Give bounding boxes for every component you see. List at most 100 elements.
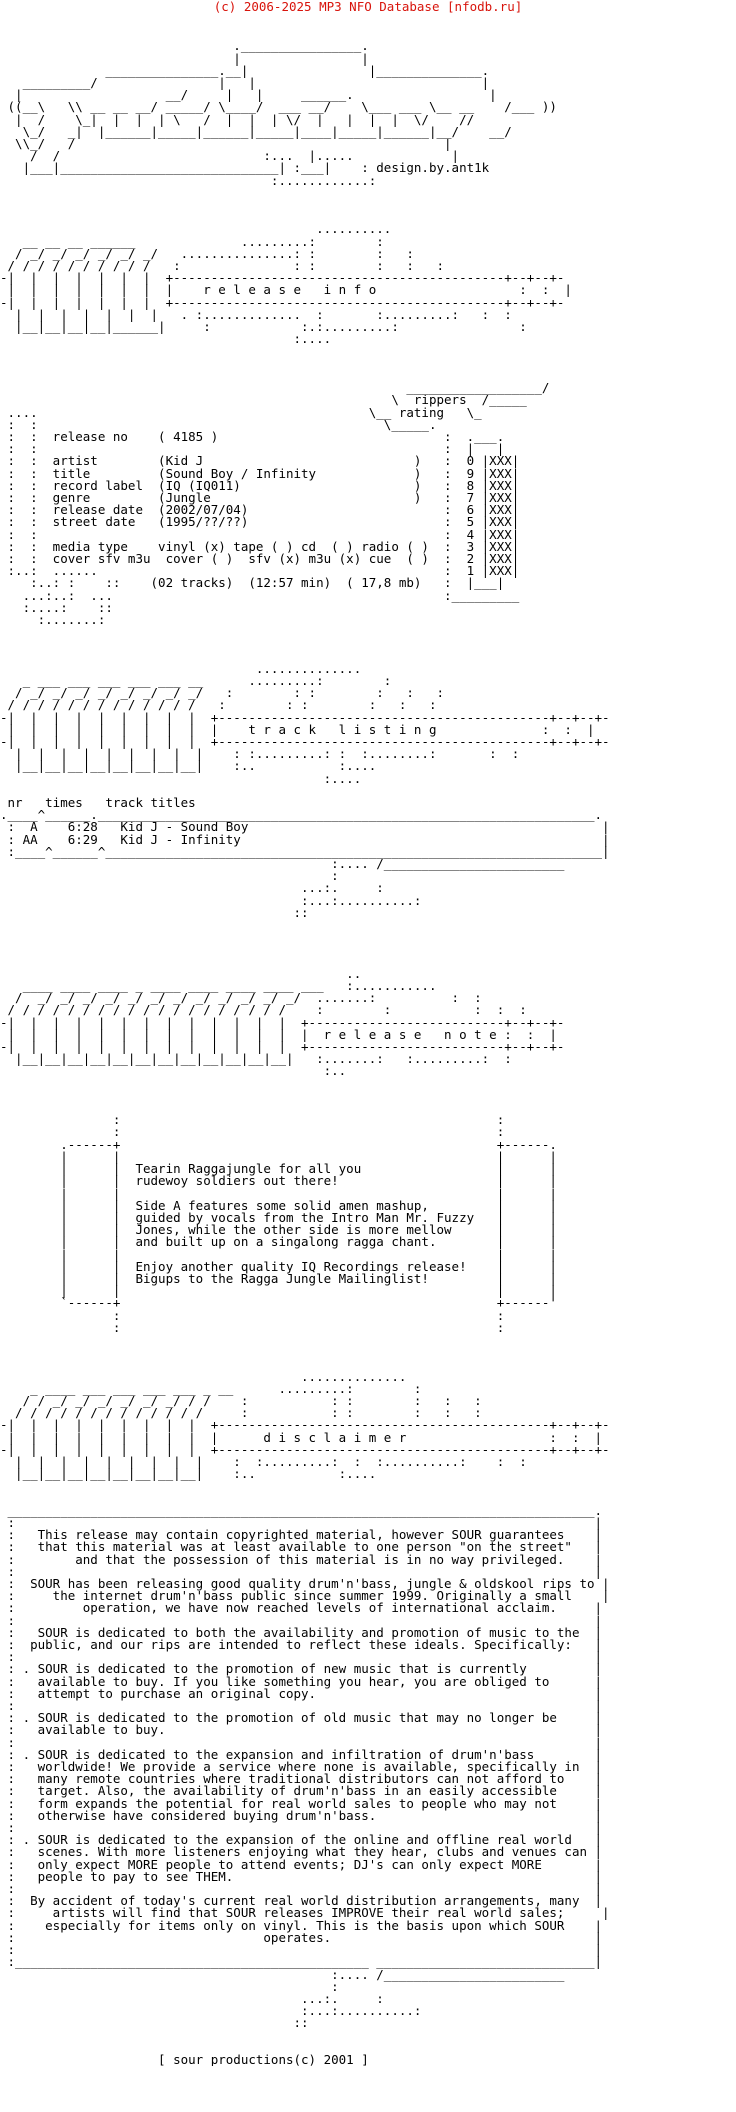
nfo-line: : AA 6:29 Kid J - Infinity | [0, 831, 610, 847]
nfo-line: : the internet drum'n'bass public since … [0, 1588, 610, 1604]
nfo-line: ...:..: ... :_________ [0, 587, 520, 603]
nfo-line: nr times track titles [0, 795, 196, 810]
nfo-line: | | Side A features some solid amen mash… [0, 1197, 557, 1213]
nfo-line: :.... /________________________ [0, 1966, 565, 1982]
nfo-line: `------+ +------' [0, 1295, 557, 1311]
nfo-line: : artists will find that SOUR releases I… [0, 1905, 610, 1921]
nfo-line: : operates. | [0, 1929, 603, 1945]
nfo-line: : . SOUR is dedicated to the promotion o… [0, 1661, 603, 1677]
nfo-line: : only expect MORE people to attend even… [0, 1856, 603, 1872]
nfo-line: : A 6:28 Kid J - Sound Boy | [0, 819, 610, 835]
nfo-line: : | [0, 1881, 603, 1897]
nfo-line: ____ ____ ____ _ ____ ____ ____ ____ ___… [0, 978, 437, 994]
nfo-line: : : [0, 1124, 505, 1140]
nfo-line: |__|__|__|__|__|__|__|__|__|__|__|__| :.… [0, 1051, 512, 1067]
nfo-line: :..: : :: (02 tracks) (12:57 min) ( 17,8… [0, 575, 505, 591]
nfo-line: |___|_____________________________| :___… [0, 160, 490, 176]
nfo-line: : otherwise have considered buying drum'… [0, 1807, 603, 1823]
nfo-line: : . SOUR is dedicated to the expansion o… [0, 1832, 603, 1848]
nfo-line: / / / / / / / / / / / / / / / / / / / : … [0, 1002, 527, 1018]
nfo-line: : : release date (2002/07/04) : 6 |XXX| [0, 502, 520, 518]
nfo-line: | | | | [0, 1246, 557, 1262]
nfo-line: _ ____ ___ ___ ___ ___ _ __ .........: : [0, 1380, 422, 1396]
nfo-line: / / / / / / / / / / / / / : : : : : : [0, 697, 437, 713]
nfo-line: :.. [0, 1063, 452, 1079]
nfo-line: | | | | | | | | | : :.........: : :.....… [0, 1453, 527, 1469]
nfo-line: .------+ +------. [0, 1136, 557, 1152]
nfo-line: : many remote countries where traditiona… [0, 1771, 603, 1787]
nfo-line: | | | | | | | | r e l e a s e i n f o : … [0, 282, 572, 298]
nfo-line: __ __ __ ______ .........: : [0, 233, 384, 249]
nfo-line: [ sour productions(c) 2001 ] [0, 2051, 369, 2067]
nfo-line: : operation, we have now reached levels … [0, 1600, 603, 1616]
nfo-line: : . SOUR is dedicated to the promotion o… [0, 1710, 603, 1726]
nfo-line: | | | | [0, 1185, 557, 1201]
nfo-line: | | | | [0, 1148, 557, 1164]
nfo-line: | | | | | | | . :............. : :......… [0, 306, 512, 322]
nfo-line: |__|__|__|__|______| : :.:.........: : [0, 319, 527, 335]
nfo-line: .............. [0, 1368, 407, 1384]
nfo-line: : | [0, 1734, 603, 1750]
copyright-link[interactable]: (c) 2006-2025 MP3 NFO Database [nfodb.ru… [213, 0, 523, 14]
nfo-line: | | and built up on a singalong ragga ch… [0, 1234, 557, 1250]
nfo-line: / / / / / / / / / / : : : : : : [0, 258, 445, 274]
nfo-line: : | [0, 1612, 603, 1628]
nfo-line: : attempt to purchase an original copy. … [0, 1685, 603, 1701]
nfo-line: : This release may contain copyrighted m… [0, 1527, 603, 1543]
nfo-line: : | [0, 1942, 603, 1958]
nfo-line: : | [0, 1563, 603, 1579]
nfo-line: ...:. : [0, 1990, 384, 2006]
nfo-line: | | Enjoy another quality IQ Recordings … [0, 1258, 557, 1274]
nfo-line: : form expands the potential for real wo… [0, 1795, 603, 1811]
nfo-line: : | [0, 1820, 603, 1836]
nfo-line: : : : | | [0, 441, 505, 457]
nfo-line: -| | | | | | | | | +--------------------… [0, 709, 610, 725]
nfo-line: | | Tearin Raggajungle for all you | | [0, 1161, 557, 1177]
nfo-line: / / / / / / / / / / / / / : : : : : : [0, 1405, 482, 1421]
nfo-line: -| | | | | | | +------------------------… [0, 270, 565, 286]
nfo-line: :...:..........: [0, 2003, 422, 2019]
nfo-line: : and that the possession of this materi… [0, 1551, 603, 1567]
nfo-line: -| | | | | | | | | +--------------------… [0, 1417, 610, 1433]
nfo-line: :_______________________________________… [0, 1954, 603, 1970]
nfo-line: / _/ _/ _/ _/ _/ _/ ...............: : :… [0, 245, 414, 261]
nfo-line: : available to buy. If you like somethin… [0, 1673, 603, 1689]
nfo-line: .____^______.___________________________… [0, 807, 603, 823]
nfo-line: -| | | | | | | | | | | | | +------------… [0, 1039, 565, 1055]
nfo-line: :...:..........: [0, 892, 422, 908]
nfo-line: | | | | [0, 1283, 557, 1299]
nfo-line: ________________________________________… [0, 1502, 603, 1518]
nfo-line: : : record label (IQ (IQ011) ) : 8 |XXX| [0, 477, 520, 493]
nfo-line: / / :... |..... | [0, 148, 460, 164]
nfo-line: :..: ...... : 1 |XXX| [0, 563, 520, 579]
nfo-line: / _/ _/ _/ _/ _/ _/ _/ _/ _/ _/ _/ _/ ..… [0, 990, 482, 1006]
nfo-line: : people to pay to see THEM. | [0, 1868, 603, 1884]
nfo-line: -| | | | | | | | | +--------------------… [0, 733, 610, 749]
nfo-line: : : [0, 1112, 505, 1128]
nfo-line: | | Bigups to the Ragga Jungle Mailingli… [0, 1270, 557, 1286]
nfo-line: : : media type vinyl (x) tape ( ) cd ( )… [0, 538, 520, 554]
nfo-line: : | [0, 1649, 603, 1665]
nfo-line: | | | | | | | | | | d i s c l a i m e r … [0, 1429, 603, 1445]
nfo-line: : : title (Sound Boy / Infinity ) : 9 |X… [0, 465, 520, 481]
nfo-line: | | Jones, while the other side is more … [0, 1222, 557, 1238]
nfo-line: -| | | | | | | | | +--------------------… [0, 1441, 610, 1457]
nfo-line: :.......: [0, 611, 106, 627]
nfo-line: .............. [0, 660, 362, 676]
nfo-line: |__|__|__|__|__|__|__|__| :.. :.... [0, 1466, 497, 1482]
nfo-line: : target. Also, the availability of drum… [0, 1783, 603, 1799]
nfo-line: | / \_| | | | \ / | | | \/ | | | | \/ // [0, 111, 475, 127]
nfo-line: | | guided by vocals from the Intro Man … [0, 1209, 557, 1225]
nfo-line: .... \__ rating \_ [0, 404, 482, 420]
nfo-line: | | | | | | | | | | t r a c k l i s t i … [0, 721, 595, 737]
nfo-line: | | [0, 50, 369, 66]
nfo-line: .________________. [0, 38, 369, 54]
nfo-line: : SOUR is dedicated to both the availabi… [0, 1624, 603, 1640]
nfo-line: : : cover sfv m3u cover ( ) sfv (x) m3u … [0, 550, 520, 566]
nfo-line: : especially for items only on vinyl. Th… [0, 1917, 603, 1933]
nfo-line: :.... [0, 770, 362, 786]
nfo-line: ...:. : [0, 880, 384, 896]
nfo-line: : scenes. With more listeners enjoying w… [0, 1844, 603, 1860]
nfo-line: -| | | | | | | | | | | | | +------------… [0, 1014, 565, 1030]
